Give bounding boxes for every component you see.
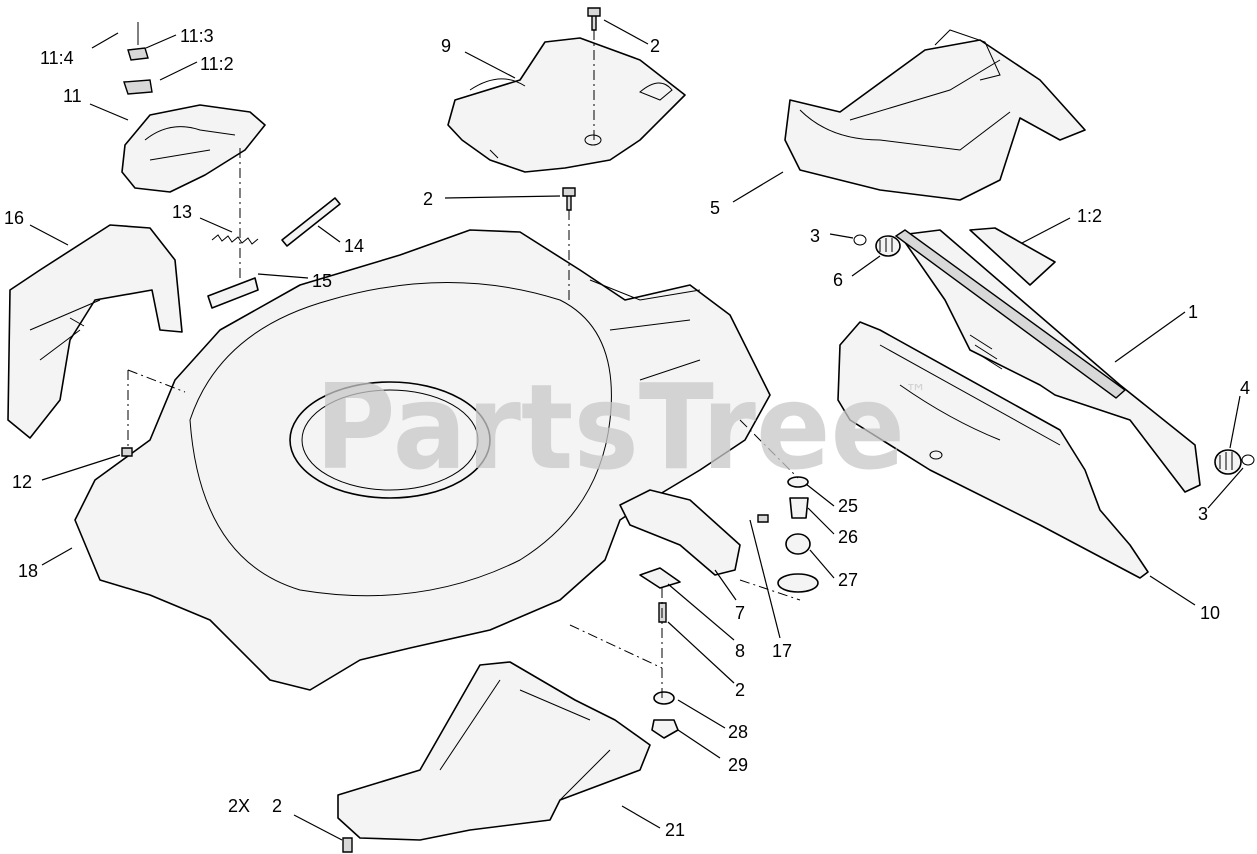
callout-4: 4 bbox=[1240, 378, 1250, 398]
callout-6: 6 bbox=[833, 270, 843, 290]
callout-16: 16 bbox=[4, 208, 24, 228]
watermark-text: PartsTree bbox=[315, 358, 905, 496]
callout-2-bottom: 2 bbox=[272, 796, 282, 816]
part-4-spring bbox=[1214, 449, 1242, 475]
part-18-mower-deck bbox=[74, 229, 771, 691]
part-6-spring bbox=[875, 235, 901, 257]
part-2-bolt-bottom bbox=[342, 837, 353, 853]
callout-2x: 2X bbox=[228, 796, 250, 816]
callout-25: 25 bbox=[838, 496, 858, 516]
part-21-mulch-plug bbox=[337, 661, 651, 841]
part-8-bracket bbox=[639, 567, 681, 589]
part-2-bolt-top bbox=[587, 7, 601, 31]
callout-3-right: 3 bbox=[1198, 504, 1208, 524]
callout-15: 15 bbox=[312, 271, 332, 291]
part-25-washer bbox=[787, 476, 809, 488]
part-16-side-shield bbox=[7, 224, 183, 439]
part-7-baffle bbox=[619, 489, 741, 576]
part-1-rear-door bbox=[894, 229, 1201, 493]
part-3-clip-top bbox=[853, 234, 867, 246]
callout-labels: 11:4 11:3 11:2 11 9 2 2 5 16 13 14 15 1:… bbox=[4, 26, 1250, 840]
part-10-rear-flap bbox=[837, 321, 1149, 579]
part-12-screw bbox=[121, 447, 133, 457]
callout-5: 5 bbox=[710, 198, 720, 218]
leader-lines bbox=[29, 19, 1244, 841]
callout-27: 27 bbox=[838, 570, 858, 590]
assembly-lines bbox=[127, 30, 801, 700]
callout-8: 8 bbox=[735, 641, 745, 661]
callout-28: 28 bbox=[728, 722, 748, 742]
part-14-rod bbox=[281, 197, 341, 247]
callout-17: 17 bbox=[772, 641, 792, 661]
callout-29: 29 bbox=[728, 755, 748, 775]
callout-7: 7 bbox=[735, 603, 745, 623]
callout-3-top: 3 bbox=[810, 226, 820, 246]
callout-2-top: 2 bbox=[650, 36, 660, 56]
callout-12: 12 bbox=[12, 472, 32, 492]
part-3-clip-right bbox=[1241, 454, 1255, 466]
part-29-nut bbox=[651, 719, 679, 739]
part-1-2-label bbox=[969, 227, 1056, 286]
callout-11: 11 bbox=[63, 86, 82, 106]
part-11-upper-cover bbox=[121, 22, 266, 193]
callout-2-lower: 2 bbox=[735, 680, 745, 700]
part-17-screw bbox=[757, 514, 769, 523]
callout-1-2: 1:2 bbox=[1077, 206, 1102, 226]
callout-9: 9 bbox=[441, 36, 451, 56]
part-5-rear-chute bbox=[784, 29, 1086, 201]
part-28-washer bbox=[653, 691, 675, 705]
part-26-nut bbox=[789, 497, 809, 519]
part-27-wheel-hub bbox=[777, 533, 819, 593]
callout-14: 14 bbox=[344, 236, 364, 256]
callout-11-3: 11:3 bbox=[180, 26, 214, 46]
callout-2-mid: 2 bbox=[423, 189, 433, 209]
part-9-shield-plate bbox=[447, 37, 686, 173]
callout-1: 1 bbox=[1188, 302, 1198, 322]
callout-13: 13 bbox=[172, 202, 192, 222]
part-2-bolt-mid bbox=[562, 187, 576, 211]
callout-11-2: 11:2 bbox=[200, 54, 234, 74]
callout-21: 21 bbox=[665, 820, 685, 840]
part-13-spring bbox=[211, 234, 259, 245]
callout-26: 26 bbox=[838, 527, 858, 547]
callout-18: 18 bbox=[18, 561, 38, 581]
part-15-bracket bbox=[207, 277, 259, 309]
callout-10: 10 bbox=[1200, 603, 1220, 623]
callout-11-4: 11:4 bbox=[40, 48, 74, 68]
watermark-trademark: ™ bbox=[905, 381, 927, 406]
